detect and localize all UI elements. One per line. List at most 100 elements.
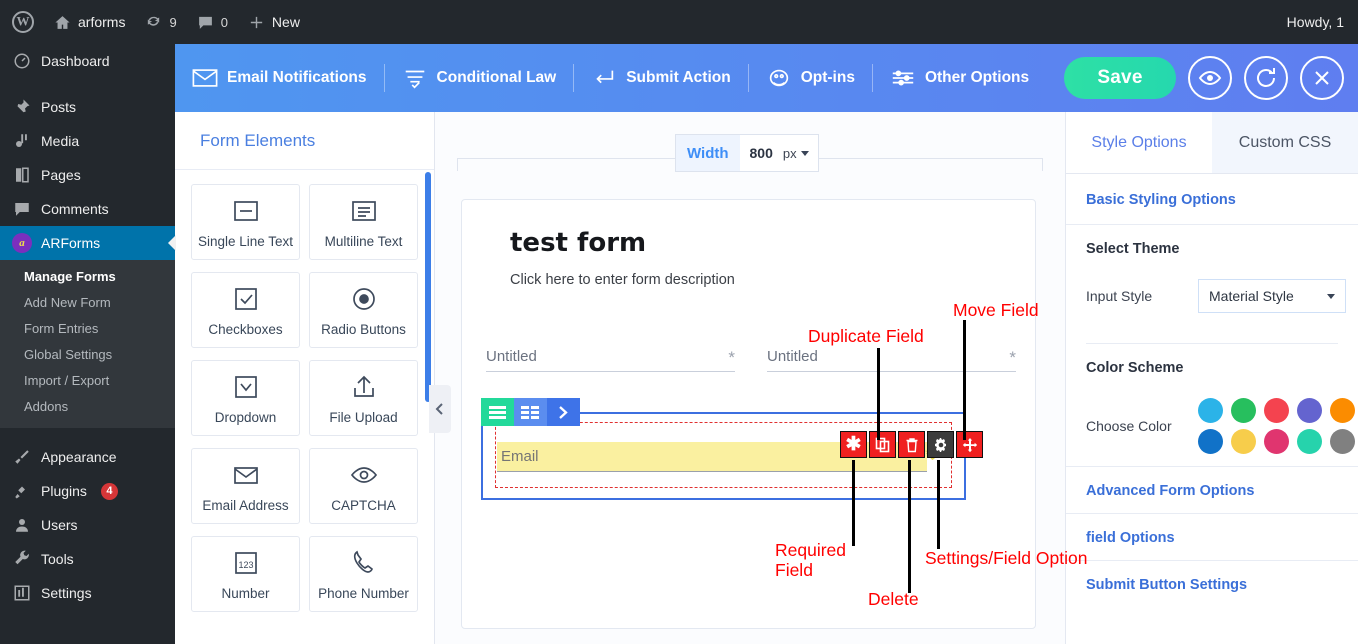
swatch-yellow[interactable] [1231,429,1256,454]
swatch-green[interactable] [1231,398,1256,423]
sidebar-item-arforms[interactable]: a ARForms [0,226,175,260]
width-box[interactable]: Width 800 px [675,134,819,172]
submenu-item-addons[interactable]: Addons [0,394,175,420]
section-field-options[interactable]: field Options [1066,514,1358,561]
sidebar-item-pages[interactable]: Pages [0,158,175,192]
toolbar-item-submit-action[interactable]: Submit Action [574,58,747,98]
sidebar-item-comments[interactable]: Comments [0,192,175,226]
swatch-teal[interactable] [1297,429,1322,454]
sidebar-item-plugins[interactable]: Plugins 4 [0,474,175,508]
submenu-label-global-settings: Global Settings [24,347,113,362]
sidebar-item-settings[interactable]: Settings [0,576,175,610]
swatch-purple[interactable] [1297,398,1322,423]
toolbar-separator [383,64,385,92]
element-label: Email Address [202,497,289,513]
element-file-upload[interactable]: File Upload [309,360,418,436]
swatch-blue[interactable] [1198,398,1223,423]
annotation-duplicate-field: Duplicate Field [808,326,924,346]
tab-style-options[interactable]: Style Options [1066,112,1212,173]
swatch-red[interactable] [1264,398,1289,423]
element-single-line-text[interactable]: Single Line Text [191,184,300,260]
pages-icon [16,167,29,183]
elements-scrollbar[interactable] [425,172,431,402]
two-column-button[interactable] [514,398,547,426]
submenu-item-global-settings[interactable]: Global Settings [0,342,175,368]
element-multiline-text[interactable]: Multiline Text [309,184,418,260]
site-name-link[interactable]: arforms [44,0,135,44]
submenu-item-manage-forms[interactable]: Manage Forms [0,264,175,290]
form-title[interactable]: test form [510,228,647,258]
leader-line-move [963,320,966,440]
swatch-pink[interactable] [1264,429,1289,454]
form-description[interactable]: Click here to enter form description [510,272,735,288]
input-style-select[interactable]: Material Style [1198,279,1346,313]
chevron-right-icon [559,405,568,419]
submenu-item-form-entries[interactable]: Form Entries [0,316,175,342]
element-dropdown[interactable]: Dropdown [191,360,300,436]
save-button[interactable]: Save [1064,57,1176,99]
untitled-field-label: Untitled [486,348,537,365]
toolbar-item-email-notifications[interactable]: Email Notifications [175,58,384,98]
sidebar-label-plugins: Plugins [41,483,87,499]
close-button[interactable] [1300,56,1344,100]
sidebar-item-dashboard[interactable]: Dashboard [0,44,175,78]
width-value-input[interactable]: 800 [739,135,783,171]
element-number[interactable]: 123 Number [191,536,300,612]
width-label: Width [676,135,740,171]
swatch-dark-blue[interactable] [1198,429,1223,454]
settings-field-button[interactable] [927,431,954,458]
sidebar-item-tools[interactable]: Tools [0,542,175,576]
updates-link[interactable]: 9 [135,0,186,44]
required-field-button[interactable]: ✱ [840,431,867,458]
swatch-orange[interactable] [1330,398,1355,423]
element-checkboxes[interactable]: Checkboxes [191,272,300,348]
panel-collapse-handle[interactable] [429,385,451,433]
element-email-address[interactable]: Email Address [191,448,300,524]
sidebar-item-users[interactable]: Users [0,508,175,542]
element-label: Single Line Text [197,233,294,249]
swatch-row-1 [1198,398,1355,423]
section-advanced-form-options[interactable]: Advanced Form Options [1066,466,1358,514]
element-label: File Upload [329,409,398,425]
element-captcha[interactable]: CAPTCHA [309,448,418,524]
single-line-text-icon [233,200,258,221]
width-unit-dropdown[interactable]: px [782,135,818,171]
field-underline [767,371,1016,372]
preview-button[interactable] [1188,56,1232,100]
howdy-account-menu[interactable]: Howdy, 1 [1287,14,1358,30]
duplicate-field-button[interactable] [869,431,896,458]
wp-logo-button[interactable] [0,0,44,44]
submenu-item-add-new-form[interactable]: Add New Form [0,290,175,316]
panel-divider [1086,343,1338,344]
element-radio-buttons[interactable]: Radio Buttons [309,272,418,348]
new-content-link[interactable]: New [238,0,310,44]
expand-columns-button[interactable] [547,398,580,426]
swatch-gray[interactable] [1330,429,1355,454]
toolbar-item-other-options[interactable]: Other Options [873,58,1046,98]
untitled-field-2[interactable]: Untitled * [767,348,1016,372]
sidebar-item-media[interactable]: Media [0,124,175,158]
toolbar-item-optins[interactable]: Opt-ins [749,58,872,98]
untitled-field-1[interactable]: Untitled * [486,348,735,372]
sidebar-item-posts[interactable]: Posts [0,90,175,124]
toolbar-label-other-options: Other Options [924,69,1030,86]
submenu-item-import-export[interactable]: Import / Export [0,368,175,394]
sidebar-gap-2 [0,428,175,440]
move-field-button[interactable] [956,431,983,458]
tab-custom-css[interactable]: Custom CSS [1212,112,1358,173]
sidebar-item-appearance[interactable]: Appearance [0,440,175,474]
refresh-button[interactable] [1244,56,1288,100]
dashboard-icon [14,53,30,69]
submenu-label-import-export: Import / Export [24,373,110,388]
comments-link[interactable]: 0 [187,0,238,44]
element-phone-number[interactable]: Phone Number [309,536,418,612]
section-submit-button-settings[interactable]: Submit Button Settings [1086,577,1248,593]
close-icon [1315,71,1329,85]
form-elements-title: Form Elements [175,112,434,170]
delete-field-button[interactable] [898,431,925,458]
toolbar-item-conditional-law[interactable]: Conditional Law [385,58,574,98]
one-column-button[interactable] [481,398,514,426]
asterisk-icon: ✱ [845,434,862,455]
section-basic-styling-options[interactable]: Basic Styling Options [1066,174,1358,225]
